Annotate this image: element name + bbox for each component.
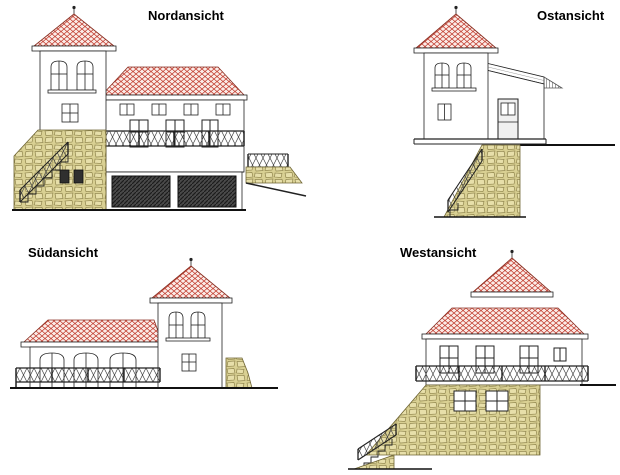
west-main-house — [421, 307, 589, 386]
sued-tower — [149, 257, 233, 389]
ost-porch — [485, 62, 564, 140]
west-basement-windows — [453, 390, 509, 412]
west-tower-roof — [470, 249, 554, 298]
west-balcony-railing — [415, 365, 589, 382]
west-stairs — [353, 423, 397, 470]
ostansicht-title: Ostansicht — [537, 8, 605, 23]
sued-railing — [15, 367, 161, 388]
ost-tower — [413, 5, 499, 140]
ostansicht-drawing — [413, 5, 615, 218]
suedansicht-title: Südansicht — [28, 245, 99, 260]
ost-deck — [413, 138, 547, 145]
nord-right-terrace — [245, 153, 307, 197]
nordansicht-title: Nordansicht — [148, 8, 224, 23]
westansicht-drawing — [348, 249, 616, 470]
sued-stone-pier — [225, 357, 253, 389]
suedansicht-drawing — [10, 257, 278, 389]
nord-stairs — [19, 141, 69, 203]
nord-main-house — [98, 66, 248, 173]
nord-garage — [105, 171, 243, 211]
nordansicht-drawing — [12, 5, 307, 211]
ost-slope-stairs — [442, 148, 483, 218]
westansicht-title: Westansicht — [400, 245, 477, 260]
